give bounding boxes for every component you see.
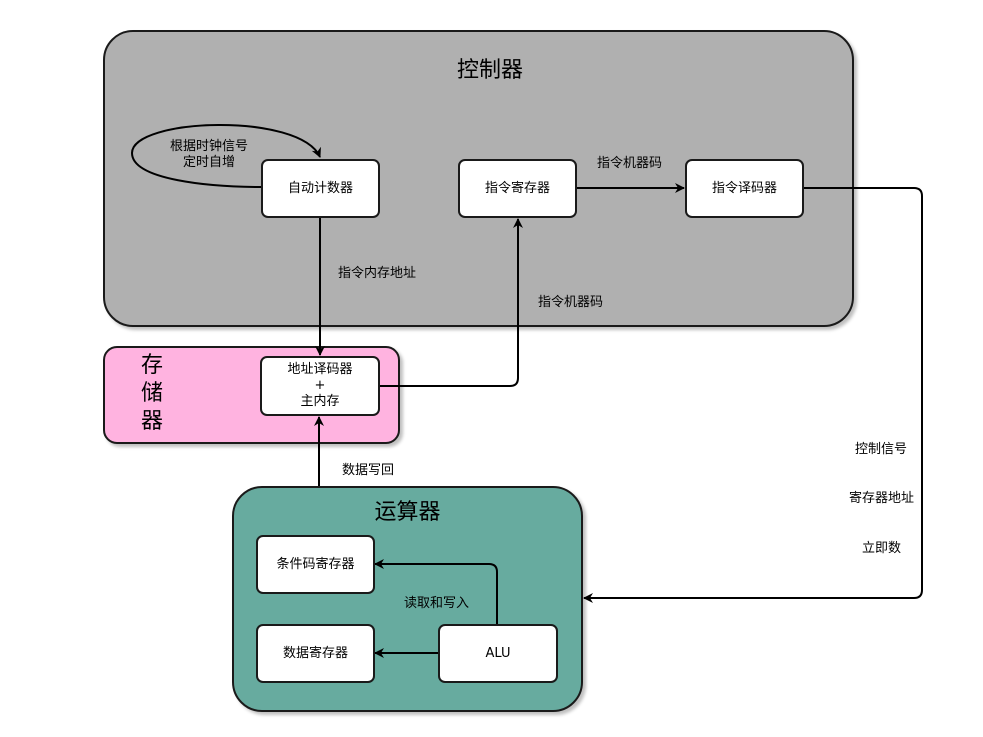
clock-note-line1: 根据时钟信号 [170, 139, 249, 154]
clock-loop-arrow [130, 124, 321, 188]
data-register-box: 数据寄存器 [256, 624, 375, 683]
memory-box-line1: 地址译码器 [287, 362, 353, 377]
mem-address-label: 指令内存地址 [338, 266, 417, 281]
alu-box: ALU [438, 624, 558, 683]
control-signal-label: 控制信号 [855, 442, 908, 457]
clock-note-line2: 定时自增 [183, 155, 236, 170]
alu-to-condition-arrow [374, 559, 498, 624]
machine-code-label-up: 指令机器码 [538, 295, 604, 310]
read-write-label: 读取和写入 [404, 596, 470, 611]
instruction-decoder-box: 指令译码器 [685, 159, 804, 218]
writeback-label: 数据写回 [342, 463, 395, 478]
memory-title-char-2: 储 [140, 381, 163, 406]
memory-to-ir-arrow [379, 218, 523, 387]
memory-box-line2: + [314, 378, 326, 393]
controller-title: 控制器 [456, 58, 523, 83]
memory-box-line3: 主内存 [300, 394, 340, 409]
immediate-label: 立即数 [862, 541, 902, 556]
memory-title-char-1: 存 [140, 353, 163, 378]
memory-title-char-3: 器 [140, 409, 163, 434]
decoder-to-alu-arrow [583, 187, 923, 603]
memory-box: 地址译码器 + 主内存 [260, 356, 380, 416]
machine-code-label-top: 指令机器码 [597, 156, 663, 171]
instruction-register-box: 指令寄存器 [458, 159, 577, 218]
condition-register-box: 条件码寄存器 [256, 535, 375, 594]
program-counter-box: 自动计数器 [261, 159, 380, 218]
alu-unit-title: 运算器 [374, 500, 441, 525]
register-address-label: 寄存器地址 [849, 491, 915, 506]
